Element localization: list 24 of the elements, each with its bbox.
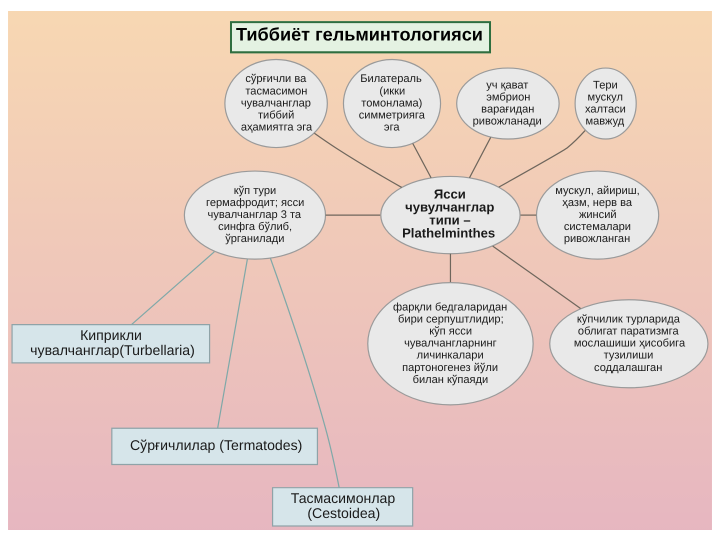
connector [270,258,340,488]
connector [131,250,215,324]
node-ellipse: мускул, айириш, ҳазм, нерв ва жинсий системалари ривожланган [536,170,660,260]
diagram-title: Тиббиёт гельминтологияси [236,24,483,44]
connector [520,214,536,216]
node-box: Тасмасимонлар (Cestoidea) [272,486,414,526]
node-box: Сўрғичлилар (Termatodes) [111,427,318,465]
node-ellipse: Тери мускул халтаси мавжуд [574,66,637,140]
node-ellipse: кўп тури гермафродит; ясси чувалчанглар 3 та синфга бўлиб, ўрганилади [184,170,326,260]
node-circle: Билатераль (икки томонлама) симметрияга эга [342,58,442,148]
node-ellipse: сўрғичли ва тасмасимон чувалчанглар тиббий аҳамиятга эга [224,58,328,148]
node-ellipse: уч қават эмбрион варағидан ривожланади [456,66,560,140]
connector [498,130,586,188]
connector [217,258,248,428]
connector [492,245,581,308]
connector [412,142,432,178]
node-ellipse: кўпчилик турларида облигат паратизмга мослашиши ҳисобига тузилиши соддалашган [549,298,709,388]
connector [314,132,402,188]
node-ellipse: фарқли бедгаларидан бири серпуштлидир; кўп ясси чувалчангларнинг личинкалари партоногенез йўли билан кўпаяди [367,282,534,405]
connector [326,214,380,216]
connector [450,253,452,282]
connector [468,136,492,178]
node-ellipse: Ясси чувулчанглар типи – Plathelminthes [380,175,521,254]
node-box: Киприкли чувалчанглар(Turbellaria) [11,324,210,363]
